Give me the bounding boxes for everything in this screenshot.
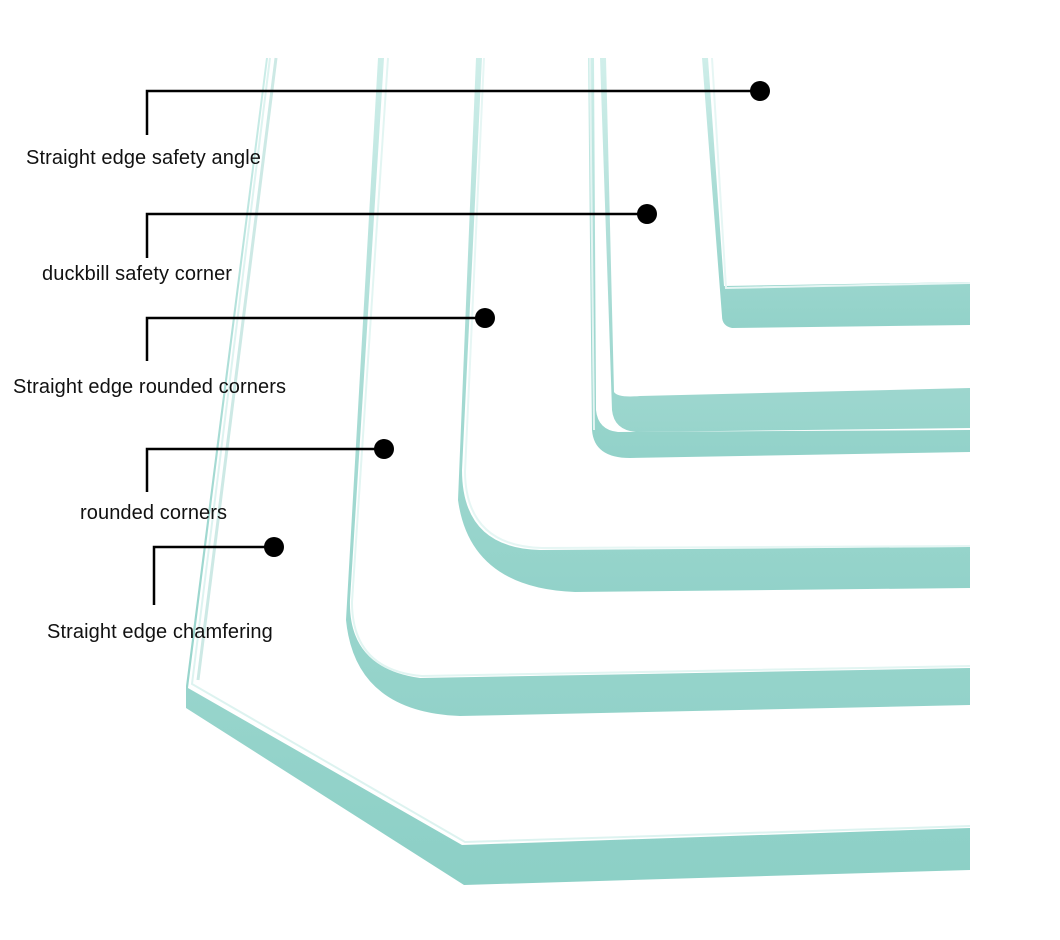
label-rounded-corners: rounded corners	[80, 502, 228, 524]
callout-dot	[475, 308, 495, 328]
leader-straight-edge-chamfering	[152, 537, 284, 605]
leader-straight-edge-safety-angle	[145, 81, 770, 135]
panel-straight-edge-safety-angle	[702, 57, 971, 328]
label-straight-edge-chamfering: Straight edge chamfering	[47, 621, 273, 643]
panel-duckbill-safety-corner	[588, 57, 970, 458]
callout-dot	[750, 81, 770, 101]
leader-straight-edge-rounded-corners	[145, 308, 495, 361]
label-straight-edge-rounded-corners: Straight edge rounded corners	[13, 376, 287, 398]
panel-rounded-corners	[346, 57, 971, 716]
panel-straight-edge-rounded-corners	[458, 57, 971, 592]
label-straight-edge-safety-angle: Straight edge safety angle	[26, 147, 261, 169]
label-duckbill-safety-corner: duckbill safety corner	[42, 263, 233, 285]
leader-duckbill-safety-corner	[145, 204, 657, 258]
callout-dot	[637, 204, 657, 224]
callout-dot	[374, 439, 394, 459]
callout-dot	[264, 537, 284, 557]
leader-rounded-corners	[145, 439, 394, 492]
panel-straight-edge-chamfering	[186, 57, 971, 885]
